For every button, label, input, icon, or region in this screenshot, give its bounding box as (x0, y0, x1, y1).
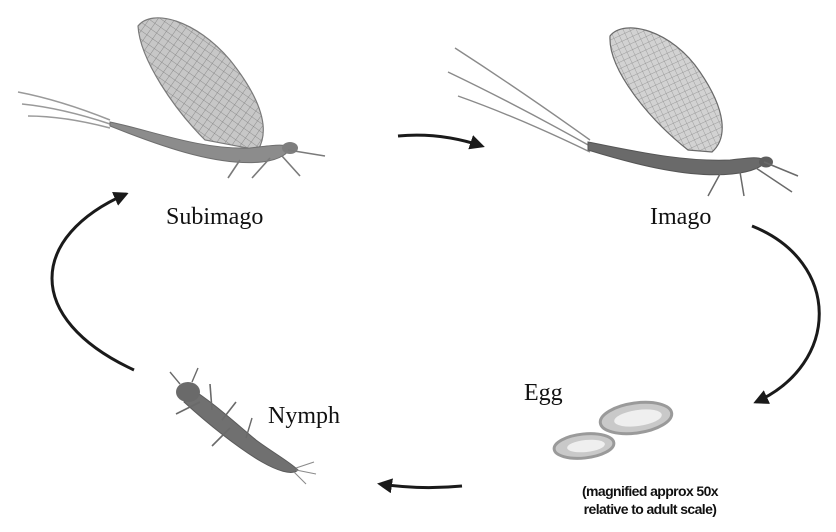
arrow-imago-to-egg (752, 226, 819, 402)
stage-label-subimago: Subimago (166, 205, 263, 229)
subimago-illustration (18, 18, 325, 178)
stage-label-nymph: Nymph (268, 404, 340, 428)
arrow-egg-to-nymph (380, 484, 462, 488)
stage-label-egg: Egg (524, 381, 563, 405)
arrow-subimago-to-imago (398, 135, 482, 146)
egg-note-line-1: (magnified approx 50x (540, 482, 760, 500)
egg-illustration (553, 398, 674, 461)
stage-label-imago: Imago (650, 205, 711, 229)
imago-illustration (448, 28, 798, 196)
egg-note-line-2: relative to adult scale) (540, 500, 760, 518)
egg-magnification-note: (magnified approx 50x relative to adult … (540, 482, 760, 518)
arrow-nymph-to-subimago (52, 194, 134, 370)
